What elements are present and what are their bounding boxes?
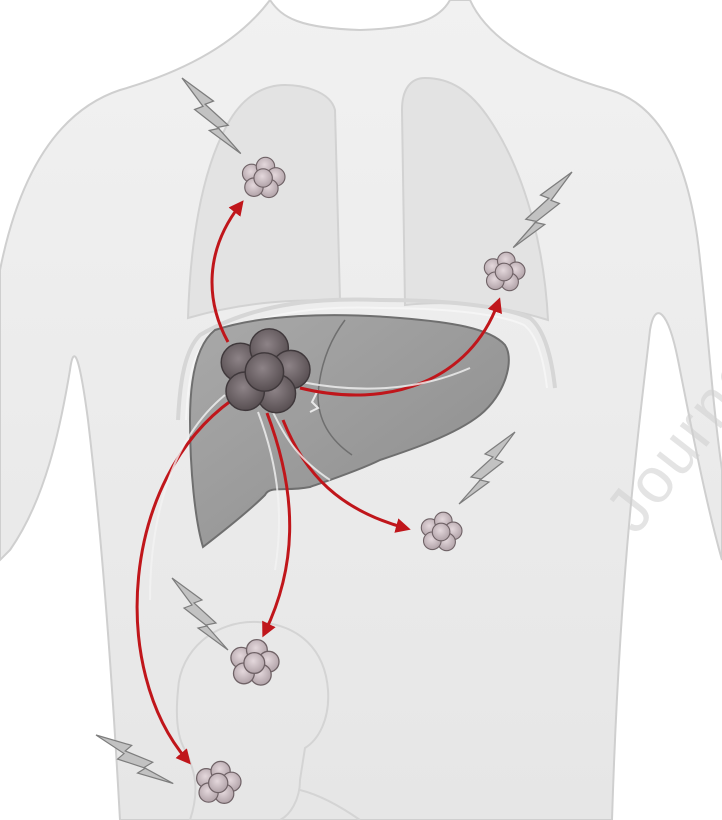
metastasis-diagram [0,0,722,820]
